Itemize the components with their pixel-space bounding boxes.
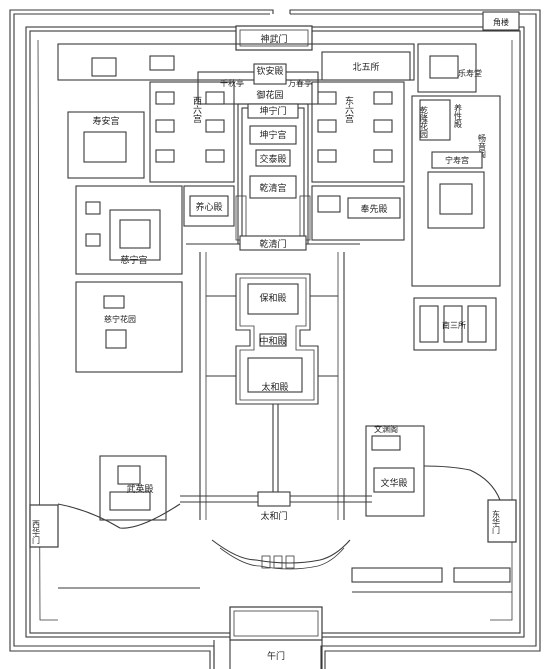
changyin-label: 畅音阁: [478, 133, 487, 159]
taihe-gate-label: 太和门: [260, 510, 287, 522]
outer-court: 保和殿 中和殿 太和殿: [199, 252, 345, 520]
yangxin-hall: 养心殿: [183, 185, 235, 227]
wuying-label: 武英殿: [126, 483, 153, 495]
northern-block: 北五所: [57, 43, 477, 93]
golden-water-river: [211, 539, 351, 570]
southern-corridors: [58, 567, 512, 593]
nansan-label: 南三所: [442, 320, 466, 330]
fengxian-hall: 奉先殿: [311, 185, 405, 241]
corner-tower: 角楼: [482, 11, 520, 31]
cining-garden-label: 慈宁花园: [104, 314, 136, 324]
leshou-label: 乐寿堂: [458, 68, 482, 78]
wenhua-label: 文华殿: [380, 477, 407, 489]
kunning-gate-label: 坤宁门: [259, 105, 286, 117]
nansan-suo: 南三所: [413, 297, 497, 351]
ningshou-complex: 乾隆花园 乐寿堂 养性殿 畅音阁 宁寿宫: [411, 68, 501, 287]
wuying-hall: 武英殿: [57, 455, 181, 529]
wu-gate-label: 午门: [267, 650, 285, 662]
cining-garden: 慈宁花园: [75, 281, 183, 373]
wu-gate: 午门: [213, 606, 323, 669]
wenhua-hall: 文渊阁 文华殿: [365, 424, 501, 517]
wenyuan-label: 文渊阁: [374, 424, 398, 434]
shou-an-label: 寿安宫: [92, 115, 119, 127]
cining-palace-label: 慈宁宫: [120, 254, 147, 266]
six-western-palaces: 西六宫: [149, 81, 235, 183]
yangxin-label: 养心殿: [195, 201, 222, 213]
qianqing-gate-label: 乾清门: [259, 238, 286, 250]
fengxian-label: 奉先殿: [360, 203, 387, 215]
yangxing-label: 养性殿: [454, 103, 463, 129]
qianqing-palace-label: 乾清宫: [259, 182, 286, 194]
qianqing-gate: 乾清门: [186, 235, 360, 251]
imperial-garden: 钦安殿 千秋亭 万春亭 御花园: [197, 63, 319, 105]
six-eastern-palaces: 东六宫: [311, 81, 405, 183]
cining-palace: 慈宁宫: [75, 185, 183, 275]
west-gate-label: 西华门: [32, 520, 41, 545]
qin-an-label: 钦安殿: [256, 65, 283, 77]
six-west-label: 西六宫: [191, 96, 202, 124]
west-gate: 西华门: [29, 504, 59, 548]
east-gate: 东华门: [487, 499, 517, 543]
qianlong-garden-label: 乾隆花园: [420, 105, 429, 139]
imperial-garden-label: 御花园: [256, 89, 283, 101]
shou-an-palace: 寿安宫: [67, 111, 145, 179]
shenwu-gate-label: 神武门: [260, 33, 287, 45]
taihe-label: 太和殿: [261, 381, 288, 393]
wanchun-label: 万春亭: [288, 78, 312, 88]
kunning-palace-label: 坤宁宫: [259, 129, 286, 141]
shenwu-gate: 神武门: [235, 25, 313, 51]
taihe-gate: 太和门: [180, 491, 372, 522]
jiaotai-label: 交泰殿: [259, 153, 286, 165]
six-east-label: 东六宫: [343, 95, 354, 124]
beiwu-label: 北五所: [352, 62, 379, 73]
ningshou-label: 宁寿宫: [445, 155, 469, 165]
baohe-label: 保和殿: [259, 292, 286, 304]
qianqiu-label: 千秋亭: [220, 78, 244, 88]
corner-tower-label: 角楼: [493, 17, 509, 27]
zhonghe-label: 中和殿: [259, 335, 286, 347]
rear-palaces: 坤宁门 坤宁宫 交泰殿 乾清宫: [235, 103, 311, 245]
east-gate-label: 东华门: [492, 509, 501, 535]
